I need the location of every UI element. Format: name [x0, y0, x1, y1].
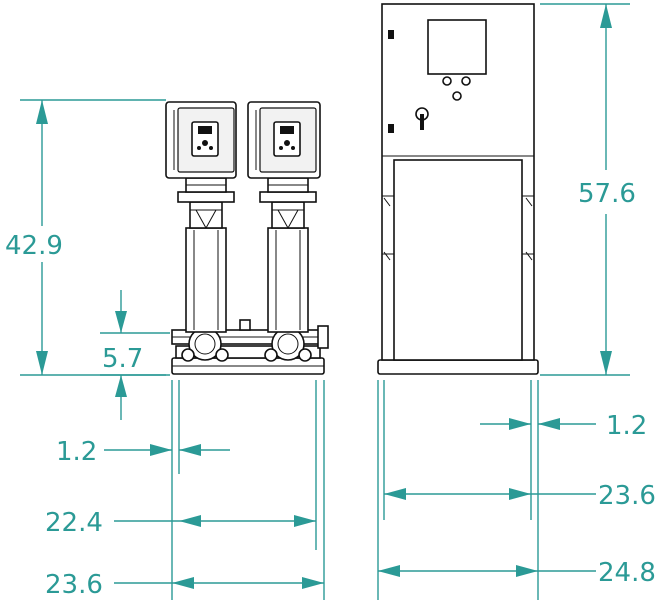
dim-panel-gap: 1.2 — [480, 411, 647, 441]
dim-panel-width-outer: 24.8 — [378, 558, 656, 588]
control-panel — [377, 3, 539, 375]
pump-assembly — [165, 101, 329, 375]
pump-unit-1 — [165, 101, 237, 362]
dim-pump-width-inner-label: 22.4 — [45, 508, 103, 538]
dim-pump-width-inner: 22.4 — [45, 508, 316, 538]
dim-base-gap-label: 1.2 — [56, 437, 97, 467]
dim-base-gap: 1.2 — [56, 437, 230, 467]
dim-panel-height: 57.6 — [540, 3, 636, 376]
dim-pump-height-label: 42.9 — [5, 231, 63, 261]
dim-panel-width-outer-label: 24.8 — [598, 558, 656, 588]
pump-unit-2 — [247, 101, 321, 362]
dim-panel-height-label: 57.6 — [578, 179, 636, 209]
dim-panel-gap-label: 1.2 — [606, 411, 647, 441]
dim-base-height: 5.7 — [100, 290, 170, 420]
dim-pump-width-outer: 23.6 — [45, 570, 324, 600]
dim-base-height-label: 5.7 — [102, 344, 143, 374]
dim-panel-width-inner-label: 23.6 — [598, 481, 656, 511]
dimensions: 42.9 5.7 1.2 22.4 — [5, 3, 656, 600]
panel-indicator-left — [442, 76, 452, 86]
dim-panel-width-inner: 23.6 — [384, 481, 656, 511]
dim-pump-width-outer-label: 23.6 — [45, 570, 103, 600]
panel-hinge-top — [388, 30, 394, 39]
panel-display — [427, 19, 487, 75]
panel-indicator-right — [461, 76, 471, 86]
pump-column-2 — [267, 227, 309, 333]
panel-indicator-center — [452, 91, 462, 101]
panel-lower-frame — [393, 159, 523, 361]
panel-hinge-bottom — [388, 124, 394, 133]
dim-pump-height: 42.9 — [5, 99, 166, 376]
panel-base — [377, 359, 539, 375]
pump-column-1 — [185, 227, 227, 333]
